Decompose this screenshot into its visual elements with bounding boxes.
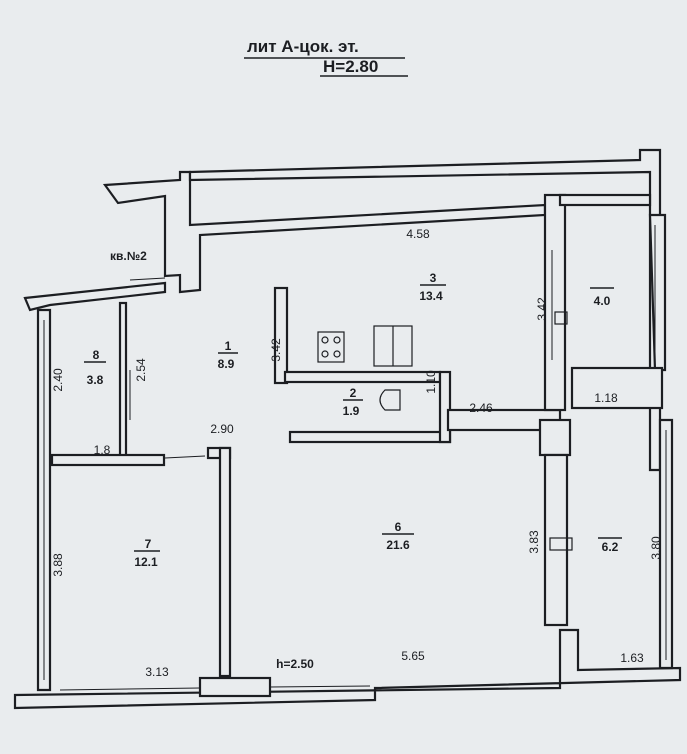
wall-room4-top [558, 193, 652, 207]
dimension-label: 1.63 [620, 651, 644, 665]
door-room7 [164, 455, 206, 459]
bottom-wall [13, 628, 682, 710]
dimension-label: 2.54 [134, 358, 148, 382]
room-number: 3 [430, 271, 437, 285]
wall-room6-room7 [218, 446, 232, 678]
room-number: 6 [395, 520, 402, 534]
dimension-label: 2.90 [210, 422, 234, 436]
floor-height-label: h=2.50 [276, 657, 314, 671]
dimension-label: 3.88 [51, 553, 65, 577]
room-area: 4.0 [594, 294, 611, 308]
dimension-label: 3.13 [145, 665, 169, 679]
stove-icon [317, 331, 345, 363]
bottom-pier [198, 676, 272, 698]
room-number: 2 [350, 386, 357, 400]
room-area: 3.8 [87, 373, 104, 387]
inner-walls [50, 193, 664, 678]
room-number: 7 [145, 537, 152, 551]
plan-title-text: лит А-цок. эт. [247, 37, 359, 56]
wall-room6-right-top [538, 418, 572, 457]
dimension-label: 1.10 [424, 370, 438, 394]
dimension-label: 2.40 [51, 368, 65, 392]
wall-room4-bottom [570, 366, 664, 410]
fixtures [317, 325, 413, 411]
bottom-window-mid [269, 685, 371, 688]
room-number: 8 [93, 348, 100, 362]
wall-room7-room8 [50, 453, 166, 467]
dimension-label: 3.80 [649, 536, 663, 560]
stove-burner-icon [321, 350, 329, 358]
stove-burner-icon [321, 336, 329, 344]
dimension-label: 2.46 [469, 401, 493, 415]
dimension-label: 3.42 [535, 297, 549, 321]
entry-window [129, 277, 166, 281]
room-labels: 1 8.9 2 1.9 3 13.4 4.0 6 21.6 6.2 7 12.1… [84, 271, 622, 569]
wall-room3-room4 [543, 193, 567, 412]
wall-room1-room3 [273, 286, 289, 385]
room-number: 1 [225, 339, 232, 353]
apartment-label: кв.№2 [110, 249, 147, 263]
wall-room1-room8 [118, 301, 128, 465]
outer-walls [13, 148, 682, 710]
right-window-strip [648, 213, 667, 372]
dimension-labels: 4.58 3.42 3.42 2.54 2.40 1.8 2.90 1.10 2… [51, 227, 663, 679]
toilet-icon [379, 389, 401, 411]
dimension-label: 1.18 [594, 391, 618, 405]
dimension-label: 5.65 [401, 649, 425, 663]
stove-burner-icon [333, 336, 341, 344]
wall-room2-right [438, 370, 452, 444]
top-corridor-wall [102, 170, 547, 294]
left-upper-wall [23, 281, 167, 312]
room-area: 1.9 [343, 404, 360, 418]
dimension-label: 3.42 [269, 338, 283, 362]
room-area: 8.9 [218, 357, 235, 371]
room-area: 6.2 [602, 540, 619, 554]
dimension-label: 3.83 [527, 530, 541, 554]
windows [43, 225, 667, 698]
ceiling-height-label: H=2.80 [323, 57, 378, 76]
room-area: 13.4 [419, 289, 443, 303]
room-area: 12.1 [134, 555, 158, 569]
plan-title: лит А-цок. эт. H=2.80 [244, 37, 408, 77]
stove-burner-icon [333, 350, 341, 358]
wall-room2-top [283, 370, 442, 384]
dimension-label: 1.8 [94, 443, 111, 457]
column-marker-lower [549, 537, 573, 551]
wall-room2-bottom [288, 430, 452, 444]
room-area: 21.6 [386, 538, 410, 552]
column-marker-upper [554, 311, 568, 325]
bottom-window-left [59, 687, 201, 691]
wall-room6-room5 [543, 453, 569, 627]
dimension-label: 4.58 [406, 227, 430, 241]
